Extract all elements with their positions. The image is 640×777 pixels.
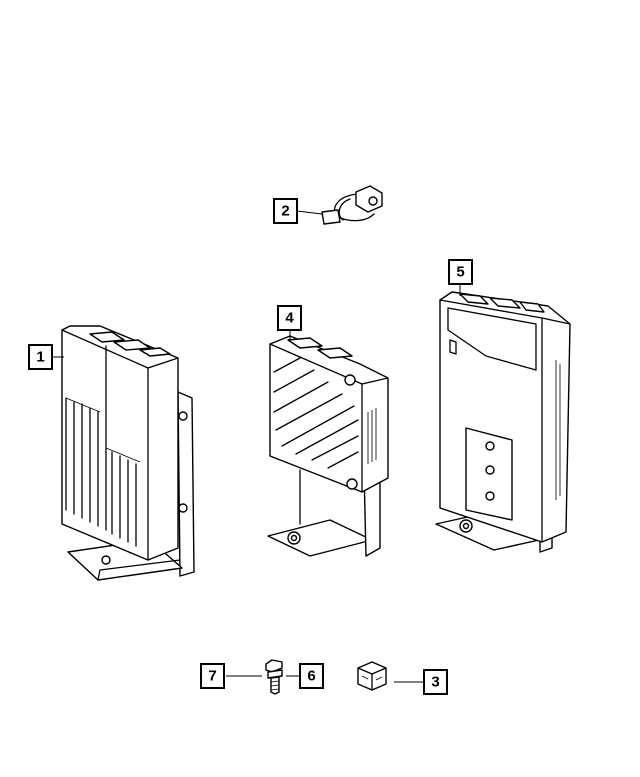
callout-5: 5 [448, 259, 473, 285]
callout-6: 6 [299, 663, 324, 689]
part-6-bolt [265, 659, 283, 695]
callout-2: 2 [273, 198, 298, 224]
svg-text:5: 5 [456, 264, 464, 281]
leader-2 [296, 210, 323, 215]
callout-7: 7 [200, 663, 225, 689]
callout-1: 1 [28, 344, 53, 370]
svg-text:1: 1 [36, 349, 44, 366]
svg-text:3: 3 [431, 674, 439, 691]
svg-text:2: 2 [281, 203, 289, 220]
svg-text:6: 6 [307, 668, 315, 685]
callout-3: 3 [423, 669, 448, 695]
callout-4: 4 [277, 305, 302, 331]
part-1-module [61, 325, 195, 581]
part-5-module [435, 291, 571, 553]
part-3-nut [357, 661, 387, 691]
svg-text:4: 4 [285, 310, 294, 327]
part-4-module [267, 335, 389, 557]
svg-text:7: 7 [208, 668, 216, 685]
part-2-sensor [321, 185, 383, 225]
